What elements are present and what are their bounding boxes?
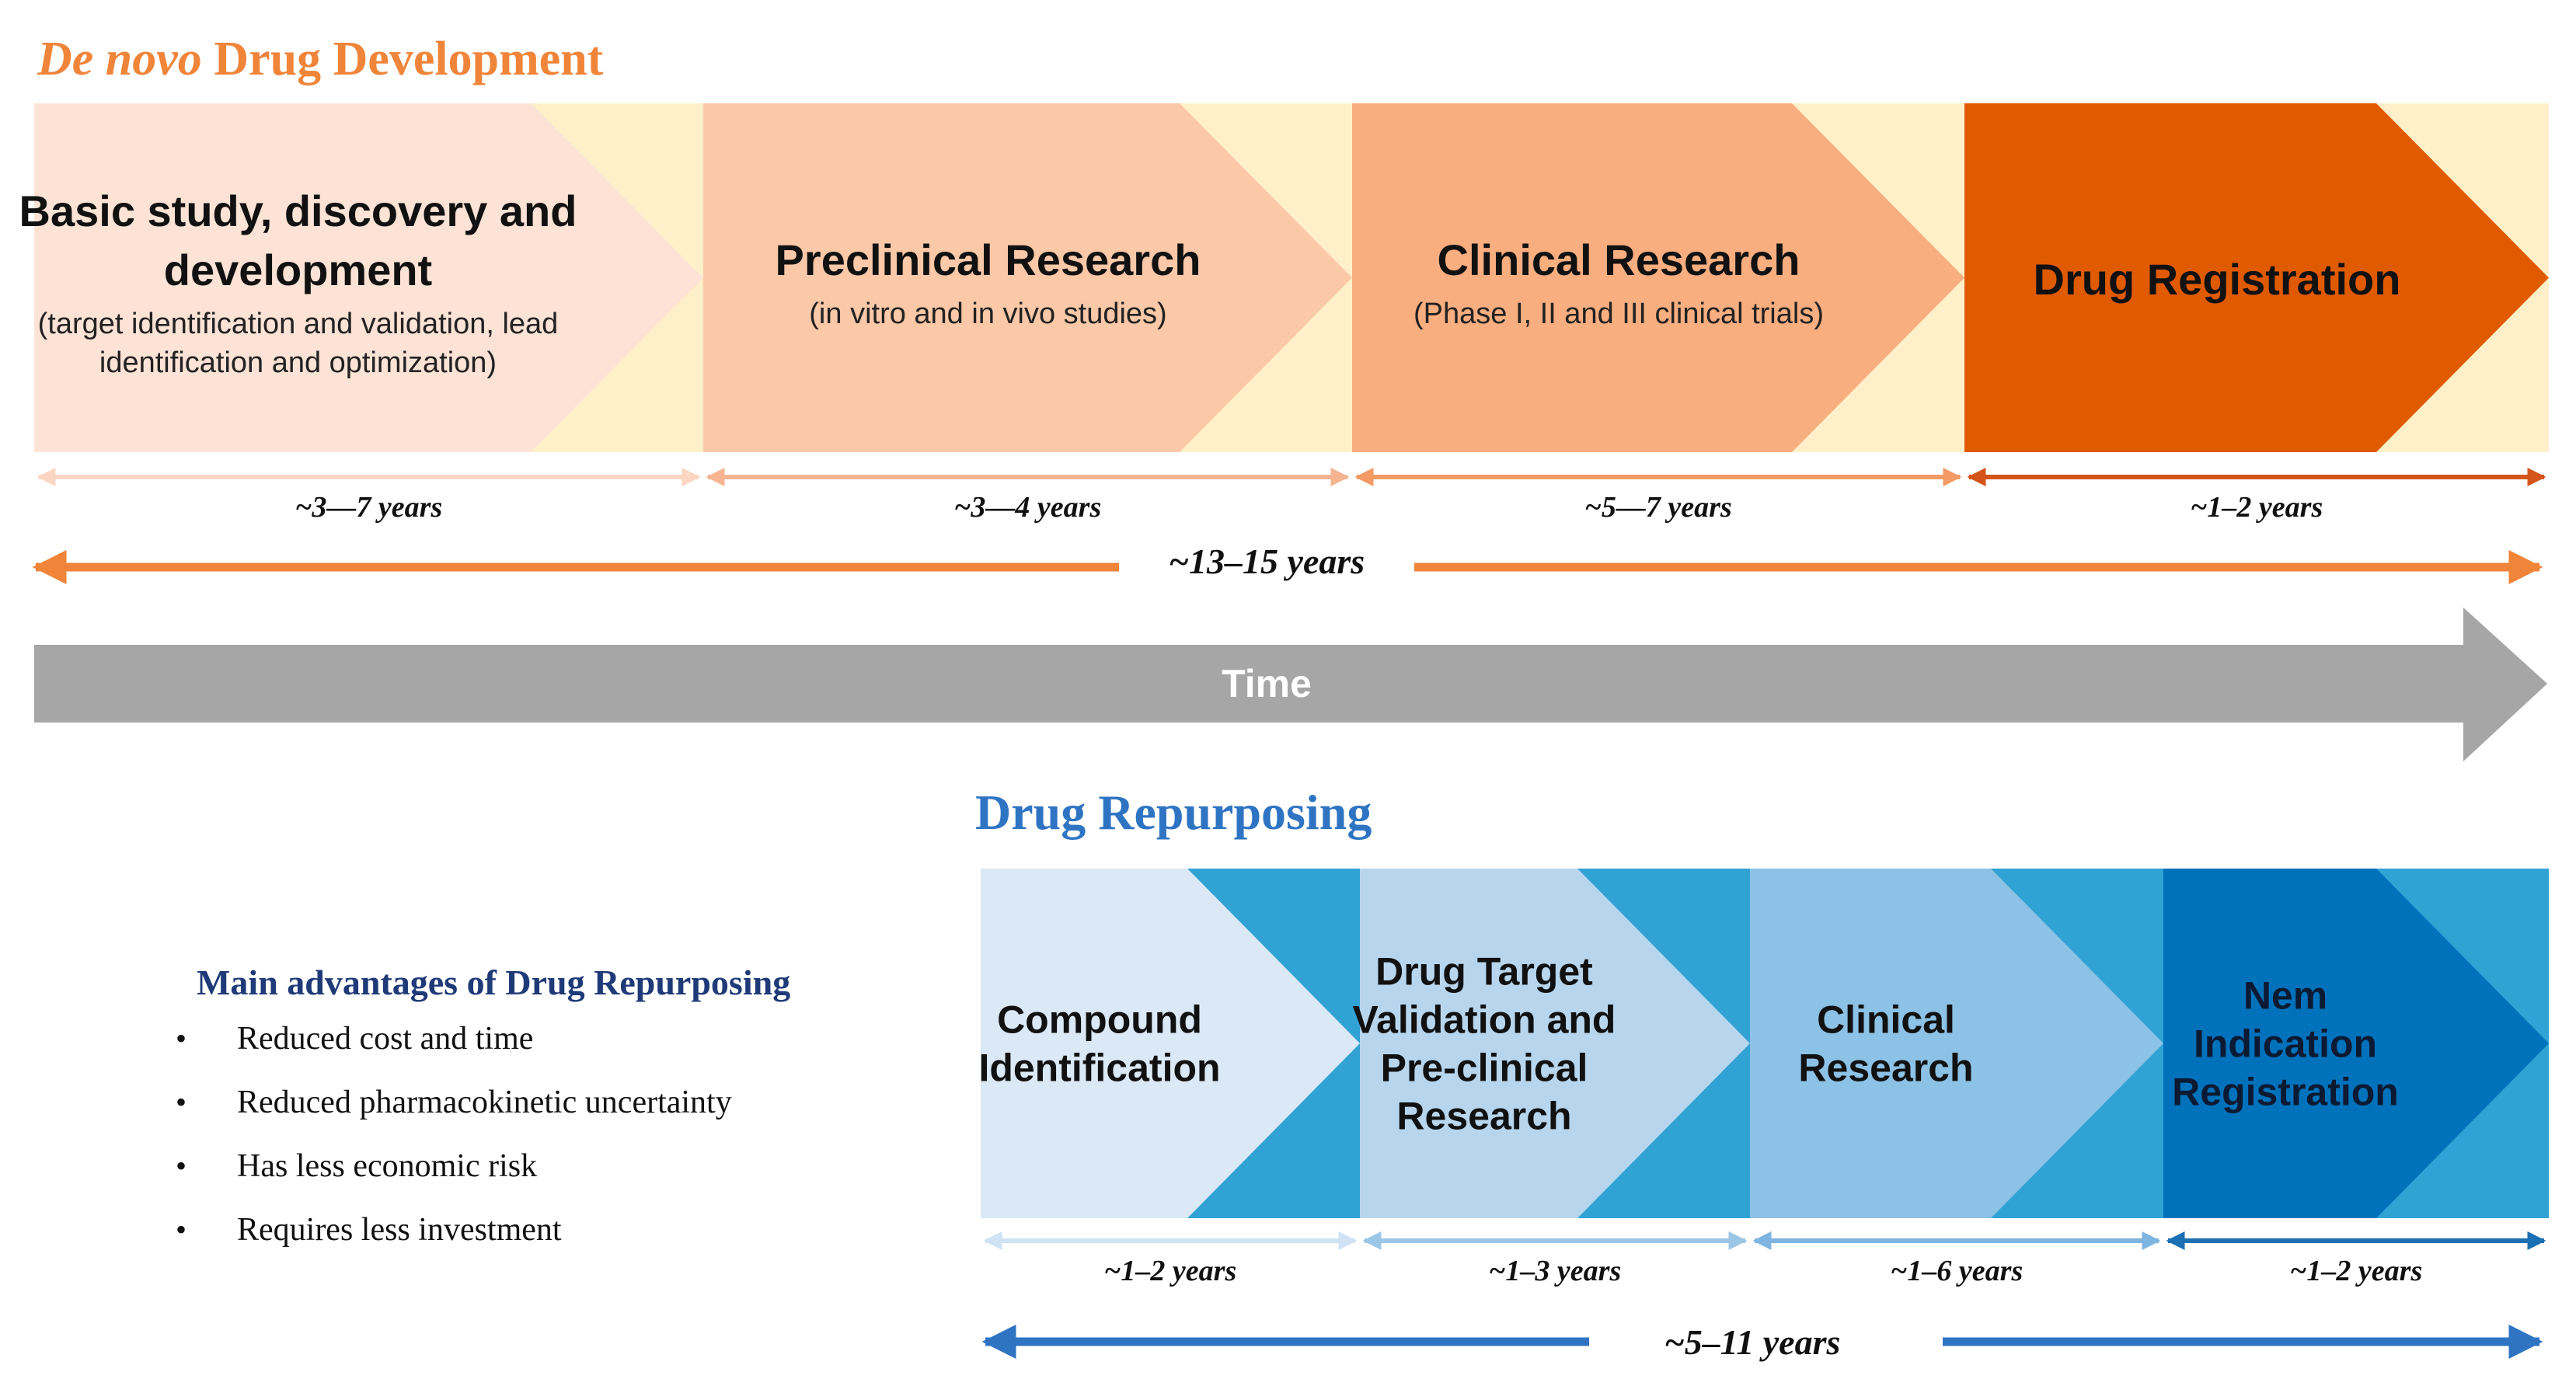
time-arrow-shape <box>34 608 2547 761</box>
denovo-stage-subtitle: (in vitro and in vivo studies) <box>809 298 1166 330</box>
denovo-duration-label: ~3—4 years <box>954 491 1101 524</box>
repurposing-duration-label: ~1–3 years <box>1489 1255 1621 1287</box>
denovo-duration-3: ~5—7 years <box>1354 468 1962 524</box>
repurposing-stage-title: Pre-clinical <box>1381 1046 1588 1089</box>
denovo-stage-subtitle: (Phase I, II and III clinical trials) <box>1413 298 1824 330</box>
denovo-duration-label: ~1–2 years <box>2191 491 2323 524</box>
denovo-stage-title: Clinical Research <box>1438 235 1800 284</box>
denovo-duration-1: ~3—7 years <box>37 468 701 524</box>
denovo-title-rest: Drug Development <box>202 33 604 85</box>
denovo-stage-subtitle: (target identification and validation, l… <box>38 308 559 340</box>
repurposing-stage-arrow-shape <box>1750 869 2163 1218</box>
repurposing-duration-3: ~1–6 years <box>1752 1231 2161 1287</box>
denovo-stage-title: development <box>164 246 432 294</box>
repurposing-stage-title: Validation and <box>1353 998 1616 1041</box>
denovo-duration-2: ~3—4 years <box>706 468 1350 524</box>
bullet-icon: • <box>176 1148 186 1183</box>
repurposing-durations: ~1–2 years ~1–3 years ~1–6 years ~1–2 years <box>983 1231 2546 1287</box>
denovo-duration-4: ~1–2 years <box>1967 468 2546 524</box>
advantage-text: Requires less investment <box>237 1212 562 1248</box>
repurposing-duration-label: ~1–2 years <box>2290 1255 2422 1287</box>
bullet-icon: • <box>176 1085 186 1120</box>
repurposing-stage-arrow-shape <box>981 869 1360 1218</box>
bullet-icon: • <box>176 1021 186 1056</box>
repurposing-total-arrow: ~5–11 years <box>981 1322 2543 1362</box>
repurposing-duration-label: ~1–6 years <box>1891 1255 2023 1287</box>
advantage-item: • Reduced cost and time <box>176 1021 533 1057</box>
denovo-stage-title: Preclinical Research <box>776 235 1201 284</box>
repurposing-total-duration: ~5–11 years <box>1664 1322 1841 1362</box>
advantage-text: Reduced cost and time <box>237 1021 533 1057</box>
repurposing-duration-label: ~1–2 years <box>1104 1255 1236 1287</box>
advantages-title: Main advantages of Drug Repurposing <box>197 963 790 1002</box>
denovo-stage-1: Basic study, discovery and development (ta… <box>19 103 703 452</box>
repurposing-stage-title: Research <box>1798 1046 1973 1089</box>
advantage-item: • Has less economic risk <box>176 1148 537 1184</box>
denovo-stage-2: Preclinical Research (in vitro and in viv… <box>703 103 1352 452</box>
advantage-item: • Requires less investment <box>176 1212 562 1248</box>
denovo-title-italic: De novo <box>37 33 202 85</box>
repurposing-stage-title: Indication <box>2194 1022 2377 1065</box>
repurposing-duration-2: ~1–3 years <box>1362 1231 1748 1287</box>
bullet-icon: • <box>176 1212 186 1247</box>
denovo-stage-title: Drug Registration <box>2034 255 2401 304</box>
repurposing-duration-4: ~1–2 years <box>2166 1231 2546 1287</box>
denovo-title: De novo Drug Development <box>37 33 604 85</box>
denovo-stage-arrow-shape <box>1352 103 1964 452</box>
denovo-duration-label: ~3—7 years <box>295 491 442 524</box>
denovo-stage-row: Basic study, discovery and development (ta… <box>19 103 2549 452</box>
repurposing-title: Drug Repurposing <box>975 785 1372 840</box>
denovo-stage-arrow-shape <box>703 103 1352 452</box>
repurposing-duration-1: ~1–2 years <box>983 1231 1358 1287</box>
denovo-stage-subtitle: identification and optimization) <box>99 346 497 379</box>
repurposing-stage-arrow-shape <box>2163 869 2549 1218</box>
denovo-durations: ~3—7 years ~3—4 years ~5—7 years ~1–2 years <box>37 468 2546 524</box>
advantage-item: • Reduced pharmacokinetic uncertainty <box>176 1085 732 1120</box>
denovo-duration-label: ~5—7 years <box>1584 491 1731 524</box>
denovo-total-arrow: ~13–15 years <box>32 542 2543 584</box>
advantage-text: Reduced pharmacokinetic uncertainty <box>237 1085 732 1120</box>
repurposing-stage-title: Research <box>1396 1094 1571 1137</box>
time-label: Time <box>1222 662 1312 705</box>
advantages-panel: Main advantages of Drug Repurposing • Red… <box>176 963 790 1248</box>
denovo-stage-title: Basic study, discovery and <box>19 186 577 235</box>
repurposing-stage-title: Identification <box>978 1046 1220 1089</box>
denovo-stage-arrow-shape <box>34 103 703 452</box>
repurposing-stage-arrow-shape <box>1360 869 1750 1218</box>
repurposing-stage-title: Registration <box>2172 1070 2399 1113</box>
denovo-stage-3: Clinical Research (Phase I, II and III cl… <box>1352 103 1964 452</box>
repurposing-stage-title: Drug Target <box>1375 949 1593 993</box>
repurposing-stage-title: Compound <box>997 998 1202 1041</box>
time-arrow: Time <box>34 608 2547 761</box>
denovo-stage-4: Drug Registration <box>1964 103 2549 452</box>
denovo-stage-arrow-shape <box>1964 103 2549 452</box>
denovo-total-duration: ~13–15 years <box>1169 542 1365 581</box>
advantages-list: • Reduced cost and time • Reduced pharmacok… <box>176 1021 732 1248</box>
repurposing-stage-title: Clinical <box>1817 998 1955 1041</box>
repurposing-stage-title: Nem <box>2243 973 2327 1017</box>
advantage-text: Has less economic risk <box>237 1148 537 1184</box>
